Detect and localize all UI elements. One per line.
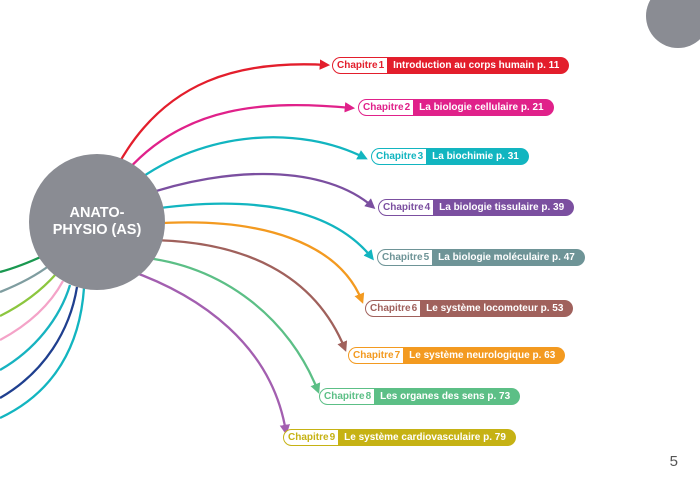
chapter-tag: Chapitre3	[371, 148, 427, 165]
chapter-item[interactable]: Chapitre1 Introduction au corps humain p…	[332, 57, 570, 74]
connector-arrow	[137, 255, 321, 394]
chapter-tag: Chapitre2	[358, 99, 414, 116]
chapter-number: 2	[404, 102, 411, 113]
chapter-number: 9	[329, 432, 336, 443]
chapter-prefix: Chapitre	[370, 303, 411, 314]
connector-arrow	[140, 172, 376, 210]
chapter-prefix: Chapitre	[288, 432, 329, 443]
chapter-item[interactable]: Chapitre3 La biochimie p. 31	[371, 148, 529, 165]
left-branch-line	[0, 284, 72, 371]
chapter-tag: Chapitre1	[332, 57, 388, 74]
chapter-tag: Chapitre5	[377, 249, 433, 266]
connector-arrow	[133, 136, 368, 184]
left-branch-line	[0, 287, 86, 420]
chapter-title: Le système cardiovasculaire p. 79	[338, 429, 516, 446]
chapter-number: 1	[378, 60, 385, 71]
chapter-item[interactable]: Chapitre8 Les organes des sens p. 73	[319, 388, 521, 405]
chapter-title: La biologie moléculaire p. 47	[432, 249, 585, 266]
chapter-title: Les organes des sens p. 73	[374, 388, 521, 405]
chapter-number: 3	[417, 151, 424, 162]
central-topic-node: ANATO- PHYSIO (AS)	[29, 154, 165, 290]
chapter-number: 7	[394, 350, 401, 361]
chapter-prefix: Chapitre	[353, 350, 394, 361]
chapter-tag: Chapitre6	[365, 300, 421, 317]
chapter-number: 6	[411, 303, 418, 314]
chapter-prefix: Chapitre	[337, 60, 378, 71]
chapter-number: 8	[365, 391, 372, 402]
chapter-tag: Chapitre7	[348, 347, 404, 364]
connector-arrow	[116, 59, 331, 166]
chapter-title: Le système neurologique p. 63	[403, 347, 566, 364]
left-branch-line	[0, 286, 79, 399]
chapter-title: La biochimie p. 31	[426, 148, 529, 165]
chapter-prefix: Chapitre	[383, 202, 424, 213]
chapter-prefix: Chapitre	[382, 252, 423, 263]
chapter-prefix: Chapitre	[363, 102, 404, 113]
chapter-item[interactable]: Chapitre2 La biologie cellulaire p. 21	[358, 99, 554, 116]
chapter-tag: Chapitre8	[319, 388, 375, 405]
chapter-title: Introduction au corps humain p. 11	[387, 57, 570, 74]
chapter-title: La biologie tissulaire p. 39	[433, 199, 575, 216]
chapter-item[interactable]: Chapitre4 La biologie tissulaire p. 39	[378, 199, 575, 216]
chapter-tag: Chapitre9	[283, 429, 339, 446]
chapter-item[interactable]: Chapitre6 Le système locomoteur p. 53	[365, 300, 574, 317]
connector-arrow	[144, 238, 348, 352]
chapter-tag: Chapitre4	[378, 199, 434, 216]
chapter-number: 4	[424, 202, 431, 213]
chapter-number: 5	[423, 252, 430, 263]
chapter-prefix: Chapitre	[376, 151, 417, 162]
left-branch-line	[0, 264, 51, 294]
connector-arrow	[125, 102, 356, 173]
chapter-prefix: Chapitre	[324, 391, 365, 402]
connector-arrow	[145, 202, 374, 261]
page-number: 5	[669, 453, 678, 470]
central-topic-label: ANATO- PHYSIO (AS)	[52, 205, 142, 238]
chapter-item[interactable]: Chapitre9 Le système cardiovasculaire p.…	[283, 429, 516, 446]
left-branch-line	[0, 280, 65, 342]
chapter-title: La biologie cellulaire p. 21	[413, 99, 554, 116]
connector-arrow	[127, 268, 290, 436]
chapter-item[interactable]: Chapitre7 Le système neurologique p. 63	[348, 347, 566, 364]
left-branch-line	[0, 273, 57, 318]
chapter-title: Le système locomoteur p. 53	[420, 300, 574, 317]
connector-arrow	[147, 221, 365, 304]
chapter-item[interactable]: Chapitre5 La biologie moléculaire p. 47	[377, 249, 585, 266]
